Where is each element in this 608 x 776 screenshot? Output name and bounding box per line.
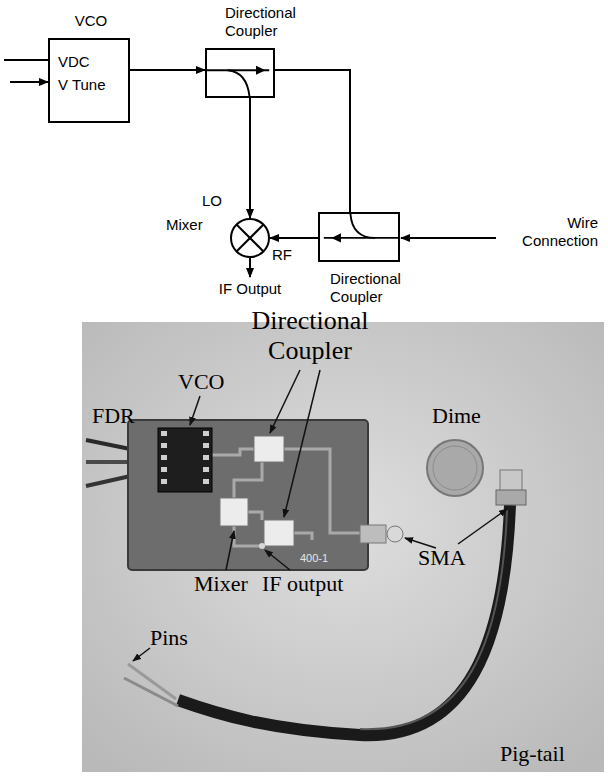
leader-line xyxy=(265,550,290,570)
block-title: Directional Coupler xyxy=(330,270,440,306)
part-label: VCO xyxy=(178,370,224,394)
coupler-part xyxy=(264,520,294,546)
signal-label: Wire Connection xyxy=(498,214,598,250)
vco-box: VCOVDCV Tune xyxy=(48,38,130,123)
if-arrow xyxy=(249,258,251,277)
photo-ground xyxy=(82,322,604,772)
leader-line xyxy=(284,370,320,517)
coupler-box: Directional Coupler xyxy=(318,212,400,262)
part-label: Pig-tail xyxy=(500,742,565,766)
cross-line xyxy=(237,225,263,251)
board-trace xyxy=(284,449,360,533)
block-title: VCO xyxy=(40,12,142,30)
mixer-cross xyxy=(232,220,268,256)
part-label: Pins xyxy=(150,626,188,650)
coupler-box: Directional Coupler xyxy=(205,48,275,98)
circuit-board xyxy=(128,420,368,570)
sma-connector xyxy=(500,470,522,492)
leader-line xyxy=(226,531,234,570)
mixer-part xyxy=(220,498,248,526)
block-title: Directional Coupler xyxy=(225,4,335,40)
board-trace xyxy=(234,526,262,546)
signal-label: IF Output xyxy=(200,280,300,298)
block-title: Mixer xyxy=(166,216,203,234)
if-pad xyxy=(259,543,265,549)
cross-line xyxy=(237,225,263,251)
leader-line xyxy=(458,509,507,544)
coupled-line xyxy=(228,70,250,96)
through-arrowhead xyxy=(256,66,265,75)
leader-line xyxy=(133,648,150,661)
dime-coin xyxy=(427,440,483,496)
port-name: LO xyxy=(202,192,222,210)
part-label: Dime xyxy=(432,404,481,428)
pigtail-cable xyxy=(360,510,507,729)
part-label: FDR xyxy=(92,404,135,428)
part-label: Mixer xyxy=(194,572,248,596)
pin-wire xyxy=(124,678,178,706)
board-trace xyxy=(294,533,312,540)
leader-line xyxy=(270,370,300,433)
coupler-lines xyxy=(207,50,273,96)
coupler-part xyxy=(254,436,284,462)
board-trace xyxy=(234,462,262,498)
coupled-line xyxy=(350,214,375,238)
wire-arrow xyxy=(401,237,496,239)
part-label: SMA xyxy=(418,546,466,570)
vco-chip xyxy=(158,428,212,492)
vtune-arrow xyxy=(10,81,48,83)
coupler-lines xyxy=(320,214,398,260)
sma-connector xyxy=(360,525,386,543)
leader-line xyxy=(190,396,200,425)
mixer-symbol: LOMixerRF xyxy=(230,218,270,258)
signal-connector xyxy=(270,237,318,239)
signal-connector xyxy=(249,98,251,218)
part-label: IF output xyxy=(262,572,343,596)
pin-name: V Tune xyxy=(58,76,106,94)
dime-coin xyxy=(433,446,477,490)
vdc-wire xyxy=(4,59,48,61)
port-name: RF xyxy=(272,246,292,264)
signal-connector xyxy=(275,70,350,212)
through-arrowhead xyxy=(331,233,341,242)
pigtail-cable xyxy=(178,505,510,735)
part-label: Directional Coupler xyxy=(228,306,392,366)
board-trace xyxy=(212,449,254,455)
sma-connector xyxy=(496,490,526,505)
chip-pins xyxy=(161,431,209,484)
board-marking: 400-1 xyxy=(300,552,328,565)
sma-connector xyxy=(387,526,403,542)
signal-connector xyxy=(130,69,205,71)
board-trace xyxy=(248,512,262,520)
pin-name: VDC xyxy=(58,53,90,71)
